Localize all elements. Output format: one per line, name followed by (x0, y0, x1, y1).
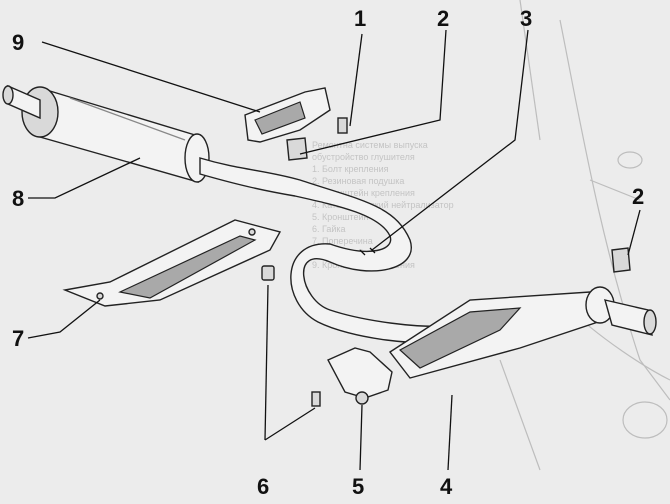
callout-2-right: 2 (632, 184, 644, 209)
callout-labels: 1 2 3 4 5 6 7 8 9 2 (12, 6, 644, 499)
bg-text-line: 2. Резиновая подушка (312, 176, 404, 186)
leader-lines (27, 29, 641, 471)
rubber-mount (286, 137, 308, 161)
front-silencer (388, 286, 657, 379)
bg-text-line: 6. Гайка (312, 224, 346, 234)
callout-8: 8 (12, 186, 24, 211)
bg-text-line: обустройство глушителя (312, 152, 415, 162)
callout-7: 7 (12, 326, 24, 351)
callout-9: 9 (12, 30, 24, 55)
bg-text-line: 7. Поперечина (312, 236, 373, 246)
callout-2: 2 (437, 6, 449, 31)
callout-1: 1 (354, 6, 366, 31)
bolt-icon (337, 117, 348, 134)
callout-3: 3 (520, 6, 532, 31)
nut-icon (261, 265, 275, 281)
bg-text-line: 3. Кронштейн крепления (312, 188, 415, 198)
callout-5: 5 (352, 474, 364, 499)
callout-6: 6 (257, 474, 269, 499)
bg-text-line: Ремонтна системы выпуска (312, 140, 428, 150)
crossmember-bracket (62, 219, 282, 307)
bg-text-line: 5. Кронштейн (312, 212, 369, 222)
vehicle-underbody-outline (499, 0, 670, 471)
callout-4: 4 (440, 474, 453, 499)
bg-text-line: 1. Болт крепления (312, 164, 389, 174)
rear-muffler (2, 84, 210, 183)
rubber-mount-right (611, 247, 631, 273)
mounting-bracket (244, 87, 631, 273)
bg-text-line: 4. Каталитический нейтрализатор (312, 200, 454, 210)
bolt-icon (311, 391, 321, 407)
front-bracket (261, 265, 393, 407)
